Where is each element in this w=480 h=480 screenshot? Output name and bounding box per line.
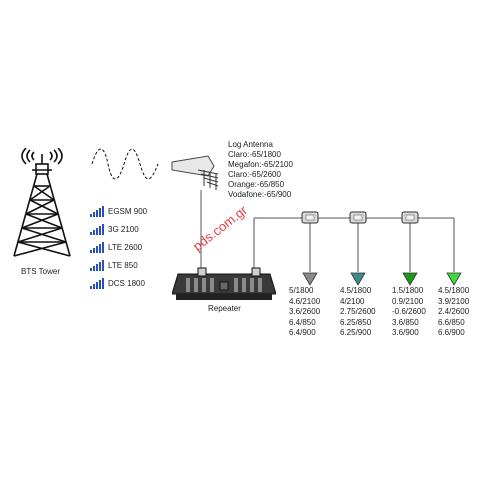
band-item: LTE 2600	[90, 240, 142, 254]
splitter-icon	[301, 211, 319, 224]
splitter-icon	[401, 211, 419, 224]
repeater-icon	[172, 267, 276, 300]
antenna-info-line: Claro:-65/2600	[228, 170, 281, 179]
indoor-antenna-icon	[302, 272, 318, 286]
reading-value: 6.25/850	[340, 317, 372, 327]
band-label: 3G 2100	[108, 224, 139, 234]
reading-value: 6.4/850	[289, 317, 316, 327]
indoor-antenna-readings: 1.5/1800 0.9/2100 -0.6/2600 3.6/850 3.6/…	[392, 286, 426, 339]
reading-value: 2.75/2600	[340, 307, 376, 317]
signal-bars-icon	[90, 205, 104, 217]
signal-bars-icon	[90, 241, 104, 253]
reading-value: 2.4/2600	[438, 307, 470, 317]
indoor-antenna-icon	[350, 272, 366, 286]
reading-value: 3.9/2100	[438, 296, 470, 306]
antenna-info-line: Claro:-65/1800	[228, 150, 281, 159]
antenna-info-line: Megafon:-65/2100	[228, 160, 293, 169]
antenna-info-line: Log Antenna	[228, 140, 273, 149]
band-item: LTE 850	[90, 258, 138, 272]
signal-bars-icon	[90, 259, 104, 271]
reading-value: 3.6/2600	[289, 307, 321, 317]
reading-value: 4.5/1800	[438, 286, 470, 295]
signal-wave-icon	[91, 148, 159, 180]
reading-value: 3.6/900	[392, 328, 419, 338]
antenna-info-line: Vodafone:-65/900	[228, 190, 292, 199]
band-label: LTE 850	[108, 260, 138, 270]
band-label: LTE 2600	[108, 242, 143, 252]
indoor-antenna-icon	[402, 272, 418, 286]
band-item: EGSM 900	[90, 204, 147, 218]
reading-value: 6.25/900	[340, 328, 372, 338]
reading-value: 3.6/850	[392, 317, 419, 327]
reading-value: 4.5/1800	[340, 286, 372, 295]
reading-value: 1.5/1800	[392, 286, 424, 295]
bts-tower-icon	[13, 148, 71, 257]
antenna-info: Log Antenna Claro:-65/1800 Megafon:-65/2…	[228, 140, 293, 200]
band-item: 3G 2100	[90, 222, 139, 236]
reading-value: 6.6/900	[438, 328, 465, 338]
antenna-info-line: Orange:-65/850	[228, 180, 285, 189]
splitter-icon	[349, 211, 367, 224]
reading-value: 5/1800	[289, 286, 314, 295]
reading-value: 6.4/900	[289, 328, 316, 338]
band-item: DCS 1800	[90, 276, 145, 290]
reading-value: 4.6/2100	[289, 296, 321, 306]
indoor-antenna-readings: 4.5/1800 4/2100 2.75/2600 6.25/850 6.25/…	[340, 286, 376, 339]
reading-value: 6.6/850	[438, 317, 465, 327]
signal-bars-icon	[90, 277, 104, 289]
tower-label: BTS Tower	[21, 267, 60, 276]
indoor-antenna-icon	[446, 272, 462, 286]
reading-value: 0.9/2100	[392, 296, 424, 306]
reading-value: 4/2100	[340, 296, 365, 306]
indoor-antenna-readings: 4.5/1800 3.9/2100 2.4/2600 6.6/850 6.6/9…	[438, 286, 469, 339]
band-label: DCS 1800	[108, 278, 145, 288]
repeater-label: Repeater	[208, 304, 241, 313]
log-antenna-icon	[171, 155, 219, 190]
band-label: EGSM 900	[108, 206, 148, 216]
indoor-antenna-readings: 5/1800 4.6/2100 3.6/2600 6.4/850 6.4/900	[289, 286, 320, 339]
reading-value: -0.6/2600	[392, 307, 426, 317]
signal-bars-icon	[90, 223, 104, 235]
